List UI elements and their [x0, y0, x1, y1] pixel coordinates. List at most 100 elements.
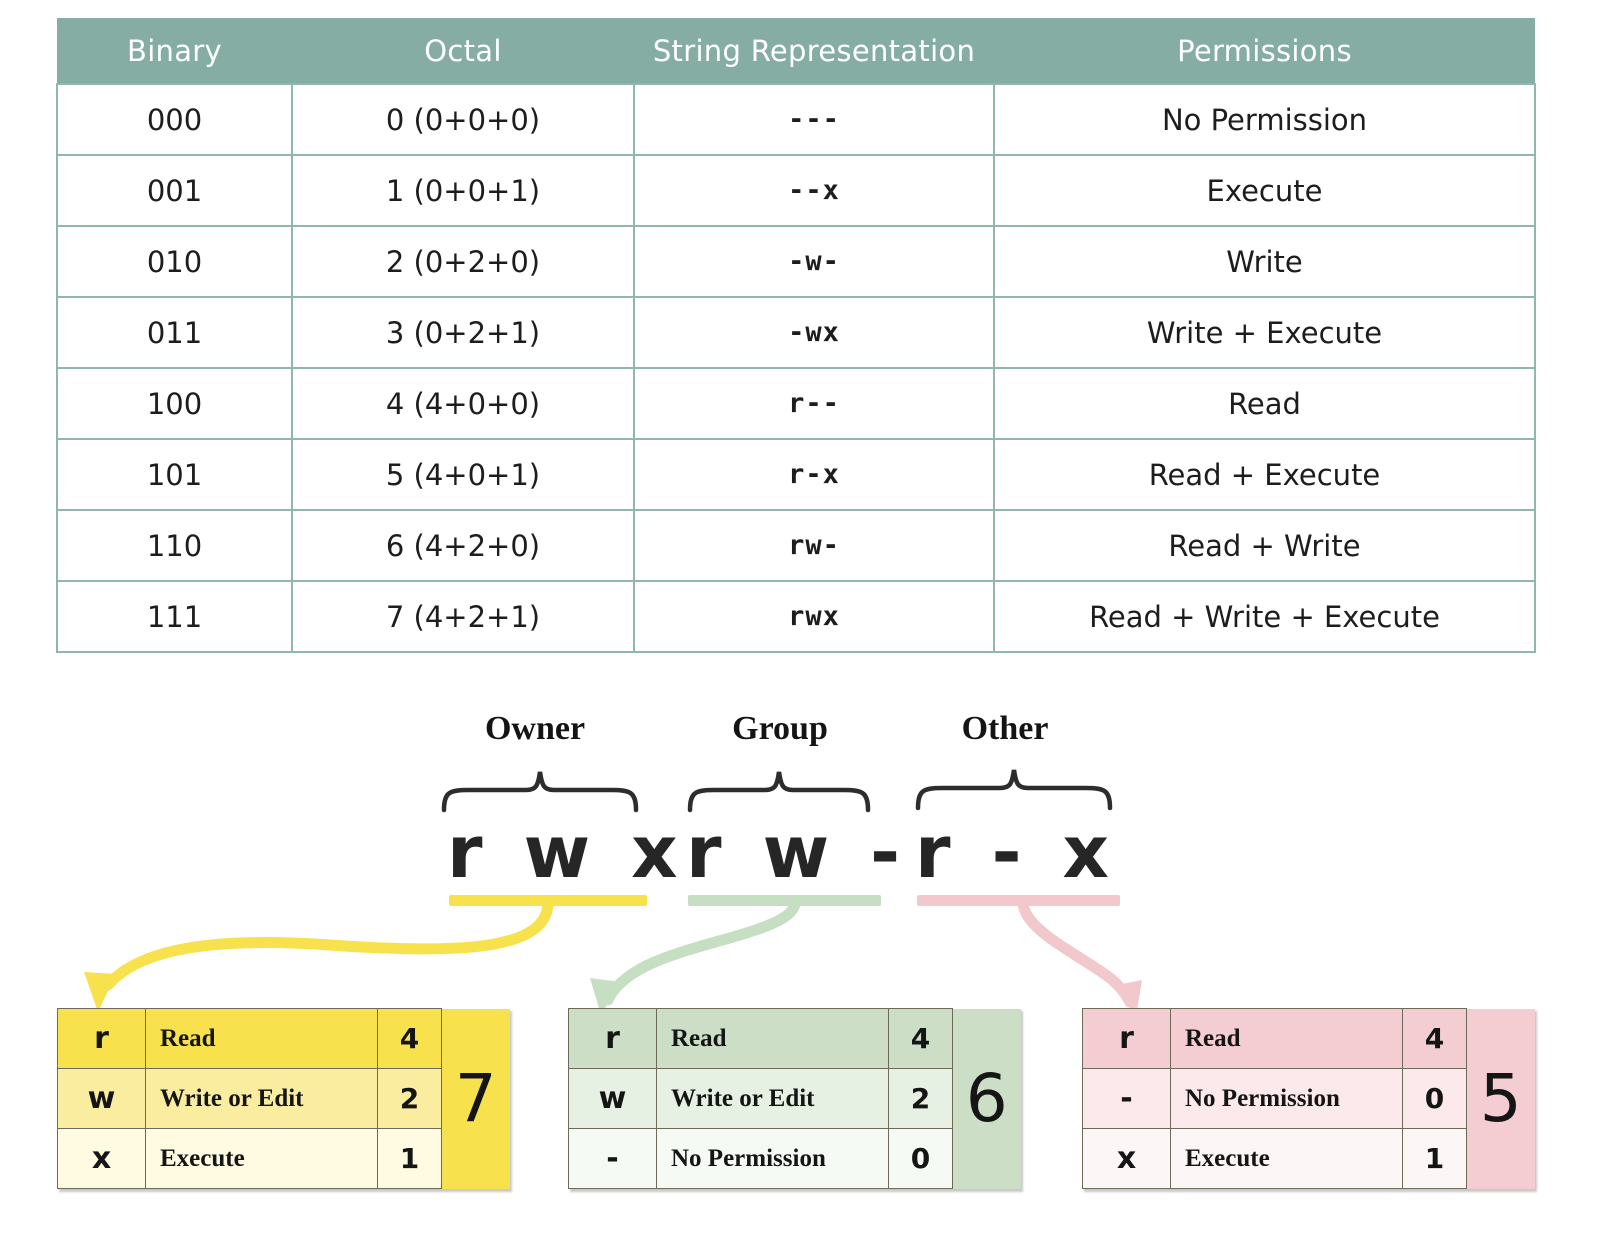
- cell-string: r-x: [633, 438, 995, 511]
- cell-binary: 000: [56, 83, 293, 156]
- cell-binary: 101: [56, 438, 293, 511]
- detail-box-group: r Read 4 6 w Write or Edit 2 - No Permis…: [568, 1008, 1021, 1189]
- detail-value: 0: [888, 1128, 953, 1189]
- cell-octal: 6 (4+2+0): [291, 509, 635, 582]
- detail-letter: r: [57, 1008, 146, 1069]
- permission-string-diagram: Owner Group Other r w x r w - r - x: [0, 690, 1598, 920]
- detail-value: 4: [888, 1008, 953, 1069]
- cell-binary: 111: [56, 580, 293, 653]
- cell-binary: 100: [56, 367, 293, 440]
- cell-permissions: Read + Write + Execute: [993, 580, 1536, 653]
- cell-octal: 7 (4+2+1): [291, 580, 635, 653]
- detail-value: 4: [377, 1008, 442, 1069]
- cell-binary: 010: [56, 225, 293, 298]
- octal-permissions-table: Binary Octal String Representation Permi…: [56, 18, 1536, 653]
- column-header-octal: Octal: [292, 18, 634, 84]
- cell-string: rw-: [633, 509, 995, 582]
- detail-row: x Execute 1: [57, 1128, 510, 1189]
- detail-desc: Execute: [145, 1128, 378, 1189]
- column-header-permissions: Permissions: [994, 18, 1535, 84]
- cell-binary: 001: [56, 154, 293, 227]
- detail-letter: w: [568, 1068, 657, 1129]
- group-label-group: Group: [732, 710, 828, 747]
- table-header-row: Binary Octal String Representation Permi…: [57, 18, 1535, 84]
- cell-permissions: Read + Write: [993, 509, 1536, 582]
- cell-string: ---: [633, 83, 995, 156]
- brace-other: [915, 769, 1113, 811]
- detail-desc: Execute: [1170, 1128, 1403, 1189]
- detail-value: 1: [1402, 1128, 1467, 1189]
- detail-desc: No Permission: [1170, 1068, 1403, 1129]
- detail-row: - No Permission 0: [1082, 1068, 1535, 1129]
- cell-octal: 1 (0+0+1): [291, 154, 635, 227]
- cell-binary: 110: [56, 509, 293, 582]
- column-header-binary: Binary: [57, 18, 292, 84]
- cell-permissions: Write + Execute: [993, 296, 1536, 369]
- detail-row: w Write or Edit 2: [568, 1068, 1021, 1129]
- detail-value: 2: [377, 1068, 442, 1129]
- table-row: 001 1 (0+0+1) --x Execute: [56, 154, 1536, 227]
- detail-desc: Read: [145, 1008, 378, 1069]
- detail-letter: x: [57, 1128, 146, 1189]
- detail-value: 2: [888, 1068, 953, 1129]
- underline-bar-other: [917, 895, 1120, 906]
- cell-permissions: Read + Execute: [993, 438, 1536, 511]
- detail-row: r Read 4 6: [568, 1008, 1021, 1189]
- brace-group: [687, 771, 871, 813]
- detail-letter: r: [568, 1008, 657, 1069]
- cell-string: --x: [633, 154, 995, 227]
- detail-box-other: r Read 4 5 - No Permission 0 x Execute 1: [1082, 1008, 1535, 1189]
- detail-desc: Read: [1170, 1008, 1403, 1069]
- cell-string: -w-: [633, 225, 995, 298]
- detail-row: r Read 4 5: [1082, 1008, 1535, 1189]
- detail-box-owner: r Read 4 7 w Write or Edit 2 x Execute 1: [57, 1008, 510, 1189]
- brace-owner: [441, 771, 639, 813]
- table-row: 011 3 (0+2+1) -wx Write + Execute: [56, 296, 1536, 369]
- detail-total-owner: 7: [441, 1008, 510, 1189]
- cell-octal: 3 (0+2+1): [291, 296, 635, 369]
- underline-bar-group: [688, 895, 881, 906]
- table-row: 110 6 (4+2+0) rw- Read + Write: [56, 509, 1536, 582]
- detail-letter: -: [568, 1128, 657, 1189]
- detail-value: 4: [1402, 1008, 1467, 1069]
- detail-letter: x: [1082, 1128, 1171, 1189]
- table-row: 101 5 (4+0+1) r-x Read + Execute: [56, 438, 1536, 511]
- detail-total-other: 5: [1466, 1008, 1535, 1189]
- column-header-string-representation: String Representation: [634, 18, 994, 84]
- detail-desc: Write or Edit: [656, 1068, 889, 1129]
- cell-string: r--: [633, 367, 995, 440]
- table-row: 100 4 (4+0+0) r-- Read: [56, 367, 1536, 440]
- table-row: 111 7 (4+2+1) rwx Read + Write + Execute: [56, 580, 1536, 653]
- cell-permissions: No Permission: [993, 83, 1536, 156]
- detail-row: - No Permission 0: [568, 1128, 1021, 1189]
- detail-desc: Read: [656, 1008, 889, 1069]
- table-row: 000 0 (0+0+0) --- No Permission: [56, 83, 1536, 156]
- detail-row: r Read 4 7: [57, 1008, 510, 1189]
- detail-letter: -: [1082, 1068, 1171, 1129]
- cell-string: rwx: [633, 580, 995, 653]
- detail-desc: No Permission: [656, 1128, 889, 1189]
- detail-desc: Write or Edit: [145, 1068, 378, 1129]
- detail-row: x Execute 1: [1082, 1128, 1535, 1189]
- cell-octal: 5 (4+0+1): [291, 438, 635, 511]
- detail-row: w Write or Edit 2: [57, 1068, 510, 1129]
- permission-chars-owner: r w x: [447, 810, 686, 894]
- permission-chars-other: r - x: [915, 810, 1117, 894]
- underline-bar-owner: [449, 895, 647, 906]
- group-label-other: Other: [961, 710, 1049, 747]
- cell-permissions: Write: [993, 225, 1536, 298]
- permission-chars-group: r w -: [686, 810, 909, 894]
- detail-letter: w: [57, 1068, 146, 1129]
- detail-value: 0: [1402, 1068, 1467, 1129]
- group-label-owner: Owner: [484, 710, 586, 747]
- cell-string: -wx: [633, 296, 995, 369]
- cell-permissions: Execute: [993, 154, 1536, 227]
- table-row: 010 2 (0+2+0) -w- Write: [56, 225, 1536, 298]
- cell-octal: 4 (4+0+0): [291, 367, 635, 440]
- cell-octal: 0 (0+0+0): [291, 83, 635, 156]
- cell-permissions: Read: [993, 367, 1536, 440]
- detail-total-group: 6: [952, 1008, 1021, 1189]
- cell-octal: 2 (0+2+0): [291, 225, 635, 298]
- detail-value: 1: [377, 1128, 442, 1189]
